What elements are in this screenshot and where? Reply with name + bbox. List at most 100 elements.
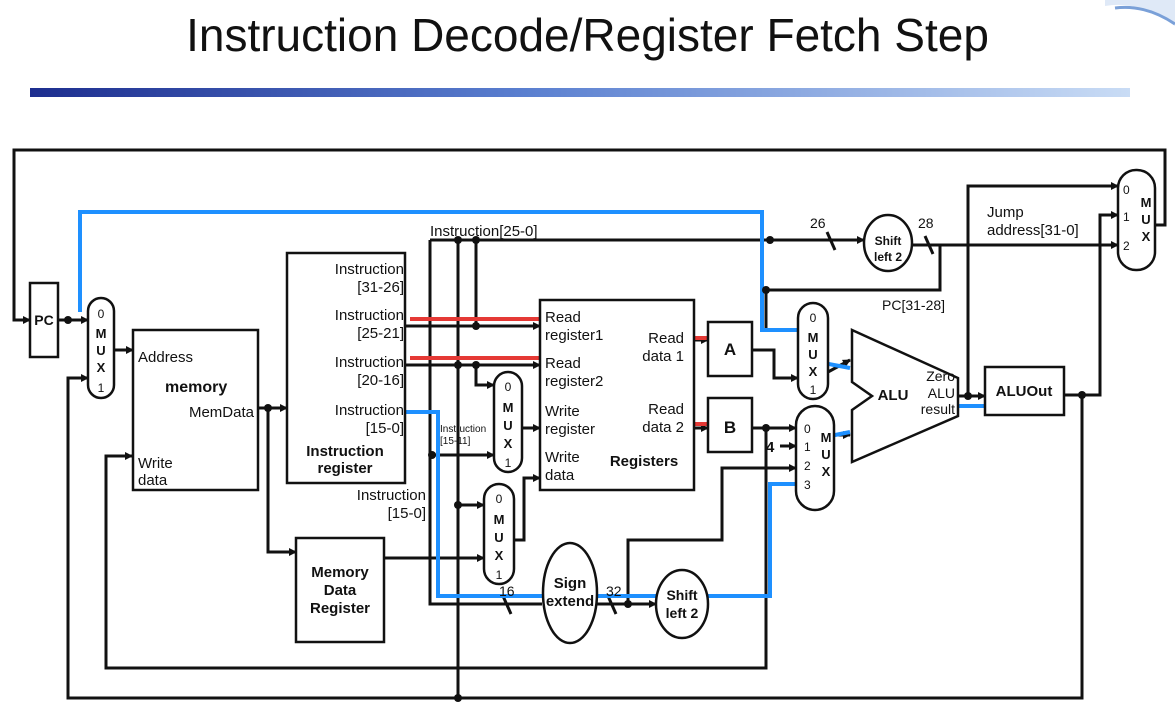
svg-text:register1: register1	[545, 327, 603, 344]
instruction-15-11-label: Instruction	[440, 424, 486, 435]
write-register-mux: 0 M U X 1	[492, 370, 524, 474]
svg-text:2: 2	[804, 459, 811, 473]
svg-text:[31-26]: [31-26]	[357, 279, 404, 296]
svg-text:memory: memory	[165, 379, 227, 396]
svg-text:PC: PC	[34, 312, 53, 328]
svg-text:3: 3	[804, 478, 811, 492]
svg-text:result: result	[921, 401, 955, 417]
svg-text:Shift: Shift	[666, 587, 697, 603]
sign-extend-unit: Sign extend	[541, 541, 599, 645]
width-16: 16	[499, 583, 515, 599]
svg-text:M: M	[808, 330, 819, 345]
svg-text:ALU: ALU	[878, 387, 909, 404]
svg-text:M: M	[821, 430, 832, 445]
svg-text:Instruction: Instruction	[335, 307, 404, 324]
svg-text:0: 0	[804, 422, 811, 436]
active-register-index-paths	[410, 317, 708, 426]
svg-text:[15-0]: [15-0]	[366, 420, 404, 437]
instruction-register: Instruction [31-26] Instruction [25-21] …	[285, 251, 407, 485]
svg-text:U: U	[821, 447, 830, 462]
register-file: Read register1 Read register2 Write regi…	[538, 298, 696, 492]
svg-text:0: 0	[496, 492, 503, 506]
slide-title: Instruction Decode/Register Fetch Step	[186, 9, 989, 61]
svg-text:data 1: data 1	[642, 348, 684, 365]
instruction-15-0-label: Instruction	[357, 487, 426, 504]
svg-text:[25-21]: [25-21]	[357, 325, 404, 342]
svg-text:ALU: ALU	[928, 385, 955, 401]
svg-text:Instruction: Instruction	[335, 261, 404, 278]
pc-source-mux: 0 1 2 M U X	[1116, 168, 1157, 272]
svg-text:U: U	[808, 347, 817, 362]
svg-text:Read: Read	[545, 309, 581, 326]
address-mux: 0 M U X 1	[86, 296, 116, 400]
svg-text:Read: Read	[648, 330, 684, 347]
datapath-wires	[12, 148, 1167, 700]
alu: ALU Zero ALU result	[850, 328, 960, 464]
wire-junctions	[64, 236, 1086, 702]
bit-width-marks	[501, 231, 935, 615]
svg-text:M: M	[1141, 195, 1152, 210]
svg-text:Write: Write	[545, 403, 580, 420]
shift-left-2-upper: Shift left 2	[862, 213, 914, 273]
svg-text:U: U	[1141, 212, 1150, 227]
jump-label: Jump	[987, 204, 1024, 221]
svg-text:Write: Write	[545, 449, 580, 466]
pc-31-28-label: PC[31-28]	[882, 297, 945, 313]
memory-data-register: Memory Data Register	[294, 536, 386, 644]
svg-text:0: 0	[1123, 183, 1130, 197]
svg-text:Sign: Sign	[554, 575, 587, 592]
alu-src-b-mux: 0 1 2 3 M U X	[794, 404, 836, 512]
svg-text:Register: Register	[310, 600, 370, 617]
svg-text:0: 0	[98, 307, 105, 321]
svg-text:[20-16]: [20-16]	[357, 372, 404, 389]
svg-text:left 2: left 2	[666, 605, 699, 621]
svg-text:U: U	[494, 530, 503, 545]
svg-text:X: X	[809, 364, 818, 379]
svg-text:X: X	[97, 360, 106, 375]
alu-src-a-mux: 0 M U X 1	[796, 301, 830, 401]
svg-text:Instruction: Instruction	[335, 402, 404, 419]
svg-text:B: B	[724, 418, 736, 437]
aluout-register: ALUOut	[983, 365, 1066, 417]
svg-text:M: M	[503, 400, 514, 415]
svg-text:A: A	[724, 340, 736, 359]
svg-text:Read: Read	[545, 355, 581, 372]
svg-text:register: register	[317, 460, 372, 477]
constant-four: 4	[766, 439, 775, 456]
shift-left-2-lower: Shift left 2	[654, 568, 710, 640]
svg-text:X: X	[822, 464, 831, 479]
svg-text:M: M	[494, 512, 505, 527]
svg-text:Registers: Registers	[610, 453, 678, 470]
width-32: 32	[606, 583, 622, 599]
svg-text:1: 1	[496, 568, 503, 582]
register-b: B	[706, 396, 754, 454]
svg-text:1: 1	[505, 456, 512, 470]
svg-text:X: X	[504, 436, 513, 451]
svg-text:Read: Read	[648, 401, 684, 418]
svg-text:register2: register2	[545, 373, 603, 390]
write-data-mux: 0 M U X 1	[482, 482, 516, 586]
svg-text:1: 1	[1123, 210, 1130, 224]
svg-text:0: 0	[810, 311, 817, 325]
svg-text:ALUOut: ALUOut	[996, 383, 1053, 400]
svg-text:Shift: Shift	[875, 234, 902, 248]
svg-text:Zero: Zero	[926, 368, 955, 384]
svg-text:Instruction: Instruction	[335, 354, 404, 371]
svg-text:data: data	[545, 467, 575, 484]
memory-unit: Address memory MemData Write data	[131, 328, 260, 492]
svg-text:X: X	[495, 548, 504, 563]
width-28: 28	[918, 215, 934, 231]
svg-text:X: X	[1142, 229, 1151, 244]
width-26: 26	[810, 215, 826, 231]
svg-text:Memory: Memory	[311, 564, 369, 581]
svg-text:Address: Address	[138, 349, 193, 366]
svg-text:1: 1	[804, 440, 811, 454]
svg-text:2: 2	[1123, 239, 1130, 253]
svg-text:U: U	[96, 343, 105, 358]
svg-text:extend: extend	[546, 593, 594, 610]
instruction-15-11-range: [15-11]	[440, 436, 471, 447]
svg-text:MemData: MemData	[189, 404, 255, 421]
instruction-15-0-range: [15-0]	[388, 505, 426, 522]
svg-text:data: data	[138, 472, 168, 489]
